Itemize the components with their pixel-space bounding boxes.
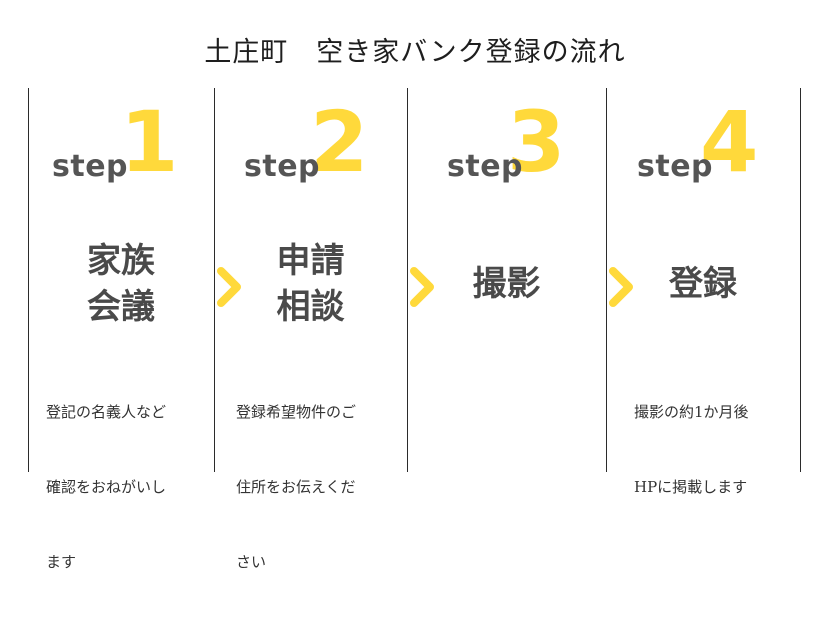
step-label: step (52, 149, 129, 184)
step-description-line: ます (46, 553, 77, 571)
step-number: 3 (507, 93, 566, 191)
step-heading-line: 会議 (87, 287, 155, 327)
divider-line (407, 88, 408, 472)
step-heading-line: 家族 (87, 241, 155, 281)
chevron-right-icon (217, 267, 241, 307)
step-description-line: 登記の名義人など (46, 403, 167, 421)
step-description: 撮影の約1か月後 HPに掲載します (634, 350, 749, 550)
step-1-panel: 1 step 家族 会議 登記の名義人など 確認をおねがいし ます (28, 88, 214, 571)
step-heading-line: 相談 (276, 287, 345, 327)
step-description-line: 登録希望物件のご (236, 403, 357, 421)
step-heading-line: 申請 (276, 241, 345, 281)
step-4-panel: 4 step 登録 撮影の約1か月後 HPに掲載します (606, 88, 800, 496)
step-description-line: 撮影の約1か月後 (634, 403, 749, 421)
step-label: step (447, 149, 524, 184)
step-number: 4 (700, 93, 759, 191)
chevron-right-icon (410, 267, 434, 307)
step-description-line: 確認をおねがいし (46, 478, 167, 496)
step-number: 2 (310, 93, 369, 191)
step-3-panel: 3 step 撮影 (407, 88, 606, 472)
step-heading: 家族 会議 (28, 238, 214, 330)
chevron-right-icon (609, 267, 633, 307)
divider-line (28, 88, 29, 472)
step-label: step (637, 149, 714, 184)
step-description-line: 住所をお伝えくだ (236, 478, 356, 496)
divider-line (800, 88, 801, 472)
divider-line (606, 88, 607, 472)
step-description-line: さい (236, 553, 267, 571)
divider-line (214, 88, 215, 472)
step-description: 登録希望物件のご 住所をお伝えくだ さい (236, 350, 356, 625)
diagram-title: 土庄町 空き家バンク登録の流れ (204, 37, 626, 68)
step-heading: 撮影 (407, 261, 606, 307)
step-number: 1 (120, 93, 179, 191)
step-heading-line: 登録 (669, 264, 737, 304)
step-heading: 申請 相談 (214, 238, 407, 330)
step-heading-line: 撮影 (472, 264, 541, 304)
step-heading: 登録 (606, 261, 800, 307)
step-description: 登記の名義人など 確認をおねがいし ます (46, 350, 166, 625)
step-description-line: HPに掲載します (634, 478, 748, 496)
step-label: step (244, 149, 321, 184)
